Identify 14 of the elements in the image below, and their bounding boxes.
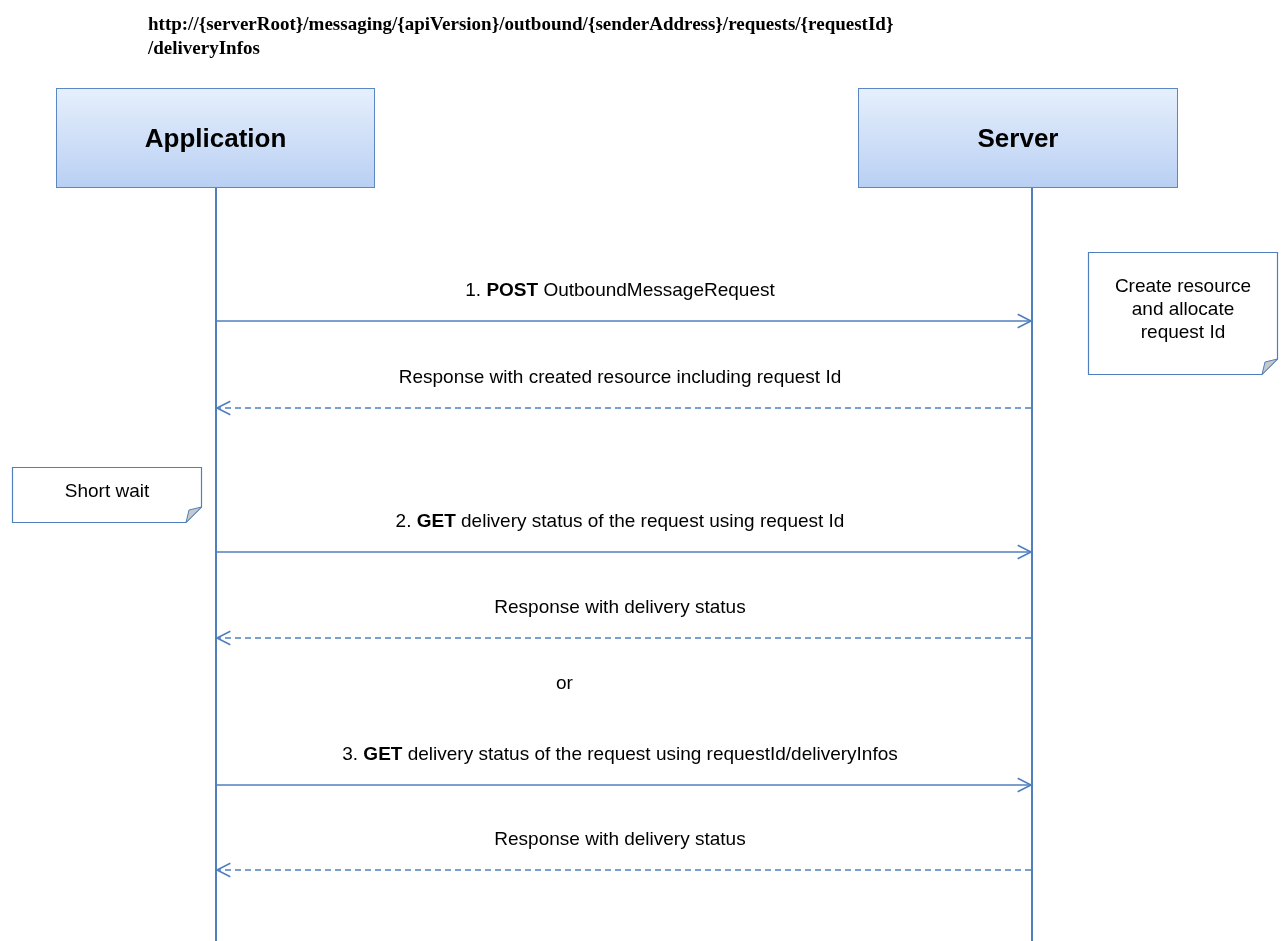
dashed-return-arrow (216, 400, 1032, 416)
lifeline (1031, 188, 1033, 941)
note-text: or (556, 672, 573, 694)
message-arrow (216, 777, 1032, 793)
lifeline (215, 188, 217, 941)
dashed-return-arrow (216, 862, 1032, 878)
participant-box: Server (858, 88, 1178, 188)
message-arrow (216, 544, 1032, 560)
url-heading: http://{serverRoot}/messaging/{apiVersion}/outbound/{senderAddress}/requests/{requestId} /deliveryInfos (148, 12, 895, 60)
participant-box: Application (56, 88, 375, 188)
note-box: Create resource and allocate request Id (1088, 252, 1278, 375)
message-arrow (216, 313, 1032, 329)
note-box: Short wait (12, 467, 202, 523)
dashed-return-arrow (216, 630, 1032, 646)
